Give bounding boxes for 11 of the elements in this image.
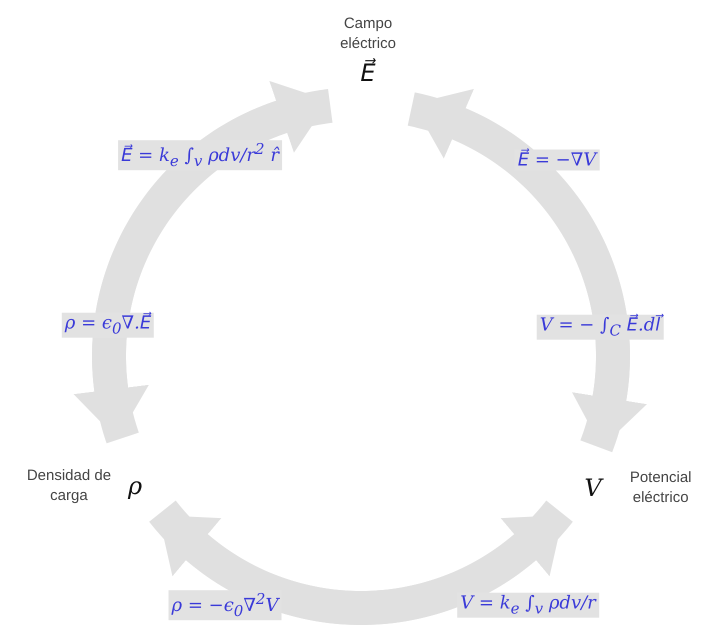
formula-label: ρ = ϵ$_{0}$∇.E⃗	[62, 312, 154, 338]
formula-label: ρ = −ϵ$_{0}$∇$^{2}$V	[168, 590, 282, 620]
math-symbol: V	[584, 474, 602, 502]
math-symbol: E⃗	[360, 59, 376, 87]
node-label: Potencial eléctrico	[628, 468, 693, 507]
formula-label: E⃗ = k$_{e}$ ∫$_{v}$ ρdv/r$^{2}$ r̂	[118, 140, 282, 170]
formula-label: V = k$_{e}$ ∫$_{v}$ ρdv/r	[457, 592, 599, 618]
math-symbol: ρ	[128, 472, 142, 500]
formula-label: V = − ∫$_{C}$ E⃗.dl⃗	[536, 314, 664, 340]
node-label: Campo eléctrico	[339, 14, 397, 53]
node-label: Densidad de carga	[26, 466, 112, 505]
